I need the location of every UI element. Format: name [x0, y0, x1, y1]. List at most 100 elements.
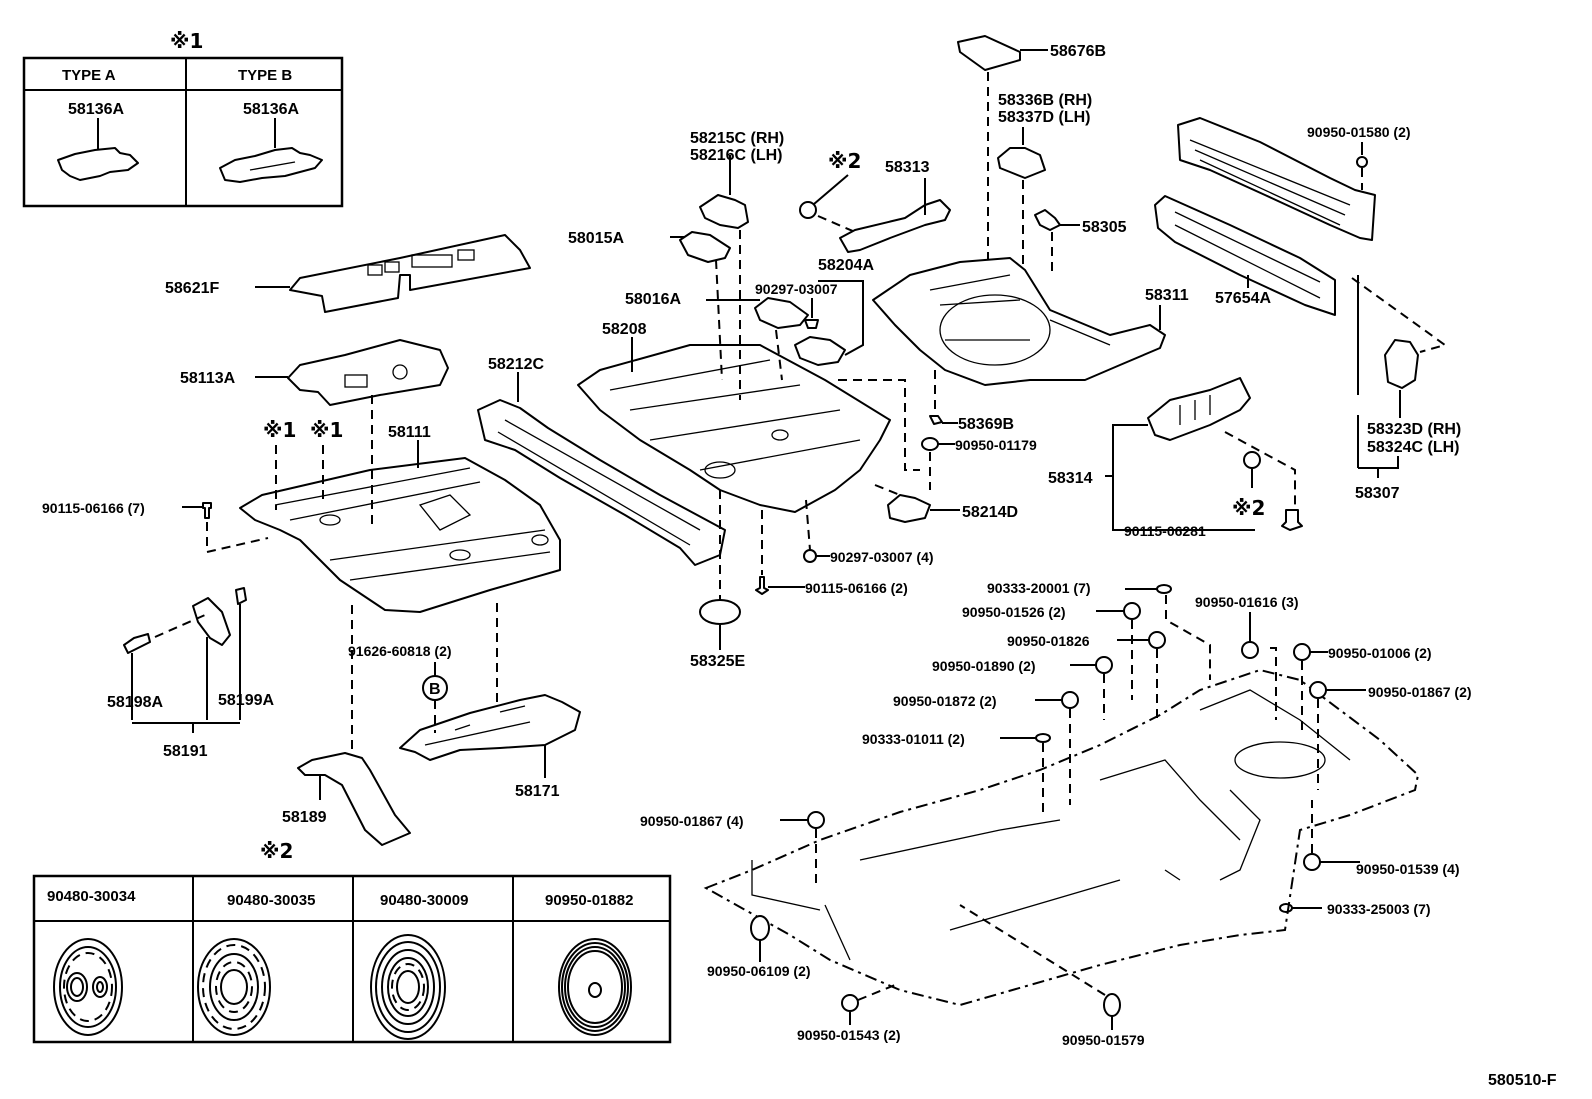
- label-90950-01616: 90950-01616 (3): [1195, 594, 1299, 610]
- label-58111: 58111: [388, 424, 431, 441]
- legend-2-part-1: 90480-30034: [47, 888, 136, 905]
- rear-floor-group: 58208 58215C (RH) 58216C (LH) ※2 58313 5…: [568, 130, 951, 670]
- label-58204A: 58204A: [818, 257, 874, 274]
- label-58311: 58311: [1145, 287, 1189, 304]
- 58323D-drawing: [1384, 339, 1419, 389]
- 58016A-drawing: [754, 297, 809, 329]
- mark-2-b: ※2: [1232, 496, 1265, 520]
- legend-1-mark: ※1: [170, 29, 203, 53]
- label-90297-03007-4: 90297-03007 (4): [830, 549, 934, 565]
- label-90333-20001: 90333-20001 (7): [987, 580, 1091, 596]
- label-58208: 58208: [602, 321, 647, 338]
- label-90950-01580: 90950-01580 (2): [1307, 124, 1411, 140]
- grommet-90480-30009-drawing: [370, 934, 446, 1040]
- 58199A-drawing: [192, 597, 231, 646]
- 58171-drawing: [399, 694, 581, 761]
- label-90950-01867-4: 90950-01867 (4): [640, 813, 744, 829]
- label-58198A: 58198A: [107, 694, 163, 711]
- label-90950-01539: 90950-01539 (4): [1356, 861, 1460, 877]
- rear-tub-group: 58676B 58336B (RH) 58337D (LH) 58305 583…: [872, 35, 1461, 539]
- label-58216C: 58216C (LH): [690, 147, 782, 164]
- 58305-drawing: [1034, 209, 1061, 231]
- figure-code: 580510-F: [1488, 1072, 1557, 1089]
- legend-2-part-2: 90480-30035: [227, 892, 315, 909]
- label-58323D: 58323D (RH): [1367, 421, 1461, 438]
- label-58313: 58313: [885, 159, 930, 176]
- label-58199A: 58199A: [218, 692, 274, 709]
- label-58191: 58191: [163, 743, 208, 760]
- 58314-drawing: [1147, 377, 1251, 441]
- legend-2-part-3: 90480-30009: [380, 892, 468, 909]
- label-90115-06166-2: 90115-06166 (2): [805, 580, 908, 596]
- 58325E-drawing: [699, 599, 741, 625]
- legend-1-header-type-b: TYPE B: [238, 67, 292, 84]
- label-58314: 58314: [1048, 470, 1093, 487]
- 58136A-type-b-drawing: [219, 147, 323, 183]
- label-58171: 58171: [515, 783, 560, 800]
- label-90950-01006: 90950-01006 (2): [1328, 645, 1432, 661]
- mark-1-b: ※1: [310, 418, 343, 442]
- label-90950-01526: 90950-01526 (2): [962, 604, 1066, 620]
- legend-2-mark: ※2: [260, 839, 293, 863]
- 58214D-drawing: [887, 494, 931, 523]
- grommet-90480-30034-drawing: [53, 938, 123, 1036]
- legend-1-part-type-b: 58136A: [243, 101, 299, 118]
- 58311-drawing: [872, 257, 1166, 386]
- label-58369B: 58369B: [958, 416, 1014, 433]
- 58336B-drawing: [997, 147, 1046, 179]
- label-58307: 58307: [1355, 485, 1400, 502]
- label-58215C: 58215C (RH): [690, 130, 784, 147]
- label-58676B: 58676B: [1050, 43, 1106, 60]
- legend-1-header-type-a: TYPE A: [62, 67, 116, 84]
- plug-90950-01882-drawing: [558, 938, 632, 1036]
- label-58336B: 58336B (RH): [998, 92, 1092, 109]
- 58204A-drawing: [794, 336, 846, 366]
- 58136A-type-a-drawing: [57, 147, 139, 181]
- 58189-drawing: [297, 752, 411, 846]
- label-58113A: 58113A: [180, 370, 236, 387]
- label-90115-06281: 90115-06281: [1124, 523, 1206, 539]
- undercover-outline: [703, 668, 1420, 1007]
- 58208-drawing: [577, 344, 891, 513]
- legend-1-part-type-a: 58136A: [68, 101, 124, 118]
- label-90950-06109: 90950-06109 (2): [707, 963, 811, 979]
- label-90115-06166-7: 90115-06166 (7): [42, 500, 145, 516]
- label-58015A: 58015A: [568, 230, 624, 247]
- label-58305: 58305: [1082, 219, 1127, 236]
- label-90950-01579: 90950-01579: [1062, 1032, 1145, 1048]
- label-90950-01179: 90950-01179: [955, 437, 1037, 453]
- label-90333-01011: 90333-01011 (2): [862, 731, 965, 747]
- label-90950-01867-2: 90950-01867 (2): [1368, 684, 1472, 700]
- label-90950-01890: 90950-01890 (2): [932, 658, 1036, 674]
- 58015A-drawing: [679, 231, 731, 263]
- label-57654A: 57654A: [1215, 290, 1271, 307]
- grommet-90480-30035-drawing: [197, 938, 271, 1036]
- label-90333-25003: 90333-25003 (7): [1327, 901, 1431, 917]
- 58198A-bolt-drawing: [123, 633, 151, 654]
- undercover-group: 90333-20001 (7) 90950-01526 (2) 90950-01…: [640, 580, 1472, 1048]
- 58313-drawing: [839, 199, 951, 253]
- label-58621F: 58621F: [165, 280, 219, 297]
- label-90950-01543: 90950-01543 (2): [797, 1027, 901, 1043]
- 57654A-drawing: [1154, 195, 1336, 316]
- label-90950-01826: 90950-01826: [1007, 633, 1090, 649]
- callout-b: B: [429, 681, 441, 698]
- legend-1-table: ※1 TYPE A TYPE B 58136A 58136A: [22, 29, 344, 208]
- mark-2-a: ※2: [828, 149, 861, 173]
- legend-2-table: ※2 90480-30034 90480-30035 90480-30009 9…: [32, 839, 672, 1044]
- 58215C-drawing: [699, 194, 749, 229]
- label-58337D: 58337D (LH): [998, 109, 1090, 126]
- label-58325E: 58325E: [690, 653, 745, 670]
- label-58214D: 58214D: [962, 504, 1018, 521]
- 58113A-drawing: [287, 339, 449, 406]
- mark-1-a: ※1: [263, 418, 296, 442]
- rear-panel-drawing: [1177, 117, 1376, 241]
- front-floor-group: 58621F 58113A 58111 ※1 ※1 90115-06166 (7…: [42, 234, 581, 846]
- label-90950-01872: 90950-01872 (2): [893, 693, 997, 709]
- label-90297-03007: 90297-03007: [755, 281, 838, 297]
- 58621F-drawing: [289, 234, 531, 313]
- label-58212C: 58212C: [488, 356, 544, 373]
- label-58189: 58189: [282, 809, 327, 826]
- label-58016A: 58016A: [625, 291, 681, 308]
